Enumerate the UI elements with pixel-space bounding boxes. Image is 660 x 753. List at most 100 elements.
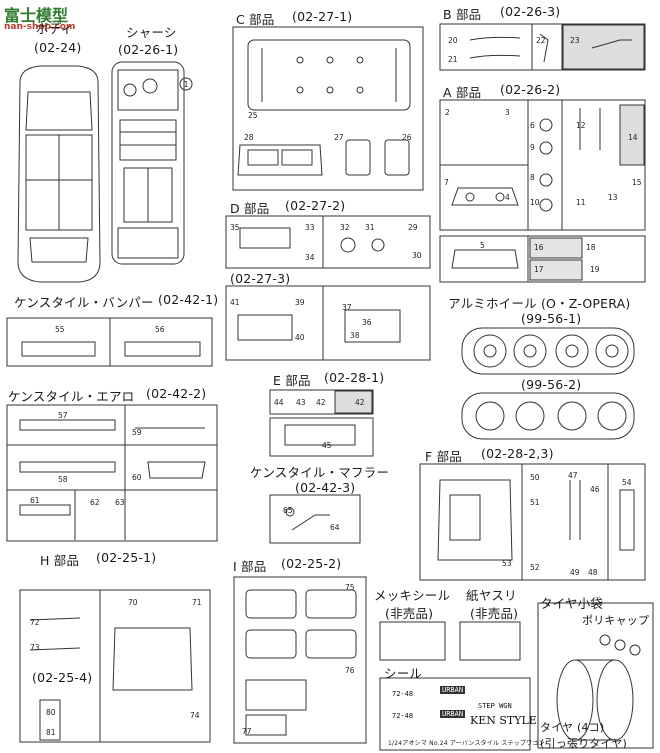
svg-text:13: 13 bbox=[608, 193, 618, 202]
d-parts-frame bbox=[225, 215, 431, 361]
tire-bag-box bbox=[537, 602, 654, 749]
svg-text:36: 36 bbox=[362, 318, 372, 327]
svg-text:42: 42 bbox=[355, 398, 365, 407]
svg-text:48: 48 bbox=[588, 568, 598, 577]
muffler-title: ケンスタイル・マフラー bbox=[250, 465, 390, 480]
svg-text:5: 5 bbox=[480, 241, 485, 250]
svg-text:18: 18 bbox=[586, 243, 596, 252]
seal-tag-2: URBAN bbox=[440, 710, 466, 718]
svg-text:47: 47 bbox=[568, 471, 578, 480]
svg-text:31: 31 bbox=[365, 223, 375, 232]
wheel-title: アルミホイール (O・Z-OPERA) bbox=[448, 296, 631, 311]
c-parts-title: C 部品 bbox=[236, 12, 275, 27]
body-title: ボディ bbox=[36, 21, 74, 36]
h-parts-title: H 部品 bbox=[40, 553, 80, 568]
svg-text:26: 26 bbox=[402, 133, 412, 142]
h-parts-code: (02-25-1) bbox=[96, 550, 157, 565]
svg-text:33: 33 bbox=[305, 223, 315, 232]
b-parts-title: B 部品 bbox=[443, 7, 482, 22]
c-parts-code: (02-27-1) bbox=[292, 9, 353, 24]
bumper-code: (02-42-1) bbox=[158, 292, 219, 307]
svg-text:9: 9 bbox=[530, 143, 535, 152]
d-parts-title: D 部品 bbox=[230, 201, 270, 216]
svg-text:60: 60 bbox=[132, 473, 142, 482]
h2-parts-code: (02-25-4) bbox=[32, 670, 93, 685]
svg-text:54: 54 bbox=[622, 478, 632, 487]
a-parts-frame bbox=[439, 99, 646, 283]
a-parts-title: A 部品 bbox=[443, 85, 482, 100]
c-parts-frame bbox=[232, 26, 424, 191]
seal-plate-2: 72-48 bbox=[392, 712, 414, 720]
svg-text:35: 35 bbox=[230, 223, 240, 232]
svg-text:52: 52 bbox=[530, 563, 540, 572]
e-parts-frame bbox=[269, 389, 374, 457]
svg-text:20: 20 bbox=[448, 36, 458, 45]
svg-text:55: 55 bbox=[55, 325, 65, 334]
wheel-code-1: (99-56-1) bbox=[521, 311, 582, 326]
bumper-frame bbox=[6, 317, 213, 367]
svg-text:76: 76 bbox=[345, 666, 355, 675]
f-parts-title: F 部品 bbox=[425, 449, 462, 464]
svg-text:30: 30 bbox=[412, 251, 422, 260]
d2-parts-code: (02-27-3) bbox=[230, 271, 291, 286]
svg-text:57: 57 bbox=[58, 411, 68, 420]
svg-text:80: 80 bbox=[46, 708, 56, 717]
tire-note-1: タイヤ (4コ) bbox=[540, 721, 605, 734]
svg-text:34: 34 bbox=[305, 253, 315, 262]
svg-text:4: 4 bbox=[505, 193, 510, 202]
seal-title: シール bbox=[384, 666, 423, 681]
svg-text:49: 49 bbox=[570, 568, 580, 577]
svg-text:74: 74 bbox=[190, 711, 200, 720]
a-parts-code: (02-26-2) bbox=[500, 82, 561, 97]
metal-seal-note: (非売品) bbox=[385, 606, 434, 621]
sandpaper-note: (非売品) bbox=[470, 606, 519, 621]
wheel-frame bbox=[461, 327, 635, 440]
chassis-part-drawing bbox=[111, 61, 193, 265]
chassis-title: シャーシ bbox=[126, 25, 177, 40]
svg-text:10: 10 bbox=[530, 198, 540, 207]
svg-text:75: 75 bbox=[345, 583, 355, 592]
svg-text:70: 70 bbox=[128, 598, 138, 607]
svg-text:45: 45 bbox=[322, 441, 332, 450]
body-code: (02-24) bbox=[34, 40, 82, 55]
svg-text:42: 42 bbox=[316, 398, 326, 407]
wheel-code-2: (99-56-2) bbox=[521, 377, 582, 392]
svg-text:29: 29 bbox=[408, 223, 418, 232]
body-part-drawing bbox=[17, 65, 101, 283]
seal-tag-1: URBAN bbox=[440, 686, 466, 694]
svg-text:39: 39 bbox=[295, 298, 305, 307]
d-parts-code: (02-27-2) bbox=[285, 198, 346, 213]
svg-text:50: 50 bbox=[530, 473, 540, 482]
svg-text:53: 53 bbox=[502, 559, 512, 568]
svg-text:46: 46 bbox=[590, 485, 600, 494]
svg-text:43: 43 bbox=[296, 398, 306, 407]
seal-footer: 1/24アオシマ No.24 アーバンスタイル ステップワゴン bbox=[388, 740, 545, 747]
muffler-frame bbox=[269, 494, 361, 544]
metal-seal-title: メッキシール bbox=[374, 588, 451, 603]
svg-text:27: 27 bbox=[334, 133, 344, 142]
svg-text:16: 16 bbox=[534, 243, 544, 252]
tire-note-2: (引っ張りタイヤ) bbox=[540, 737, 628, 750]
svg-text:71: 71 bbox=[192, 598, 202, 607]
svg-text:19: 19 bbox=[590, 265, 600, 274]
svg-text:11: 11 bbox=[576, 198, 586, 207]
svg-text:22: 22 bbox=[536, 36, 546, 45]
svg-text:51: 51 bbox=[530, 498, 540, 507]
svg-text:7: 7 bbox=[444, 178, 449, 187]
f-parts-code: (02-28-2,3) bbox=[481, 446, 554, 461]
muffler-code: (02-42-3) bbox=[295, 480, 356, 495]
svg-text:37: 37 bbox=[342, 303, 352, 312]
sandpaper-box bbox=[459, 621, 521, 661]
f-parts-frame bbox=[419, 463, 646, 581]
chassis-code: (02-26-1) bbox=[118, 42, 179, 57]
i-parts-frame bbox=[233, 576, 367, 744]
e-parts-code: (02-28-1) bbox=[324, 370, 385, 385]
svg-text:15: 15 bbox=[632, 178, 642, 187]
svg-text:6: 6 bbox=[530, 121, 535, 130]
svg-text:58: 58 bbox=[58, 475, 68, 484]
svg-text:65: 65 bbox=[283, 506, 293, 515]
svg-text:62: 62 bbox=[90, 498, 100, 507]
svg-text:23: 23 bbox=[570, 36, 580, 45]
svg-text:81: 81 bbox=[46, 728, 56, 737]
